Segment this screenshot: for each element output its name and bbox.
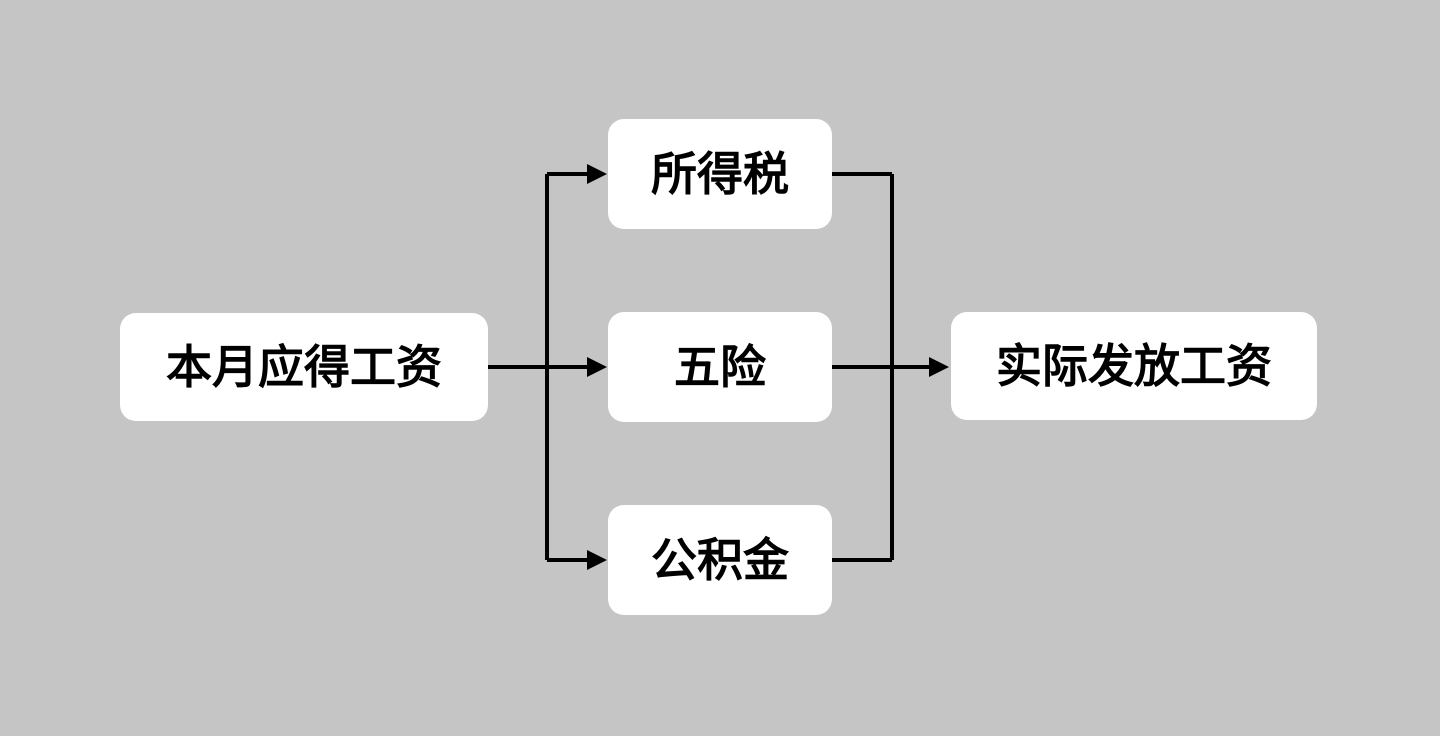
- node-income-tax-label: 所得税: [651, 148, 789, 200]
- arrowhead-icon: [587, 357, 607, 377]
- node-gross-salary: 本月应得工资: [120, 313, 488, 421]
- node-income-tax: 所得税: [608, 119, 832, 229]
- node-housing-fund-label: 公积金: [651, 534, 789, 586]
- arrowhead-icon: [587, 164, 607, 184]
- node-net-salary-label: 实际发放工资: [996, 340, 1272, 392]
- node-housing-fund: 公积金: [608, 505, 832, 615]
- arrowhead-icon: [929, 357, 949, 377]
- node-five-insurances: 五险: [608, 312, 832, 422]
- node-gross-salary-label: 本月应得工资: [166, 341, 442, 393]
- node-net-salary: 实际发放工资: [951, 312, 1317, 420]
- node-five-insurances-label: 五险: [674, 341, 766, 393]
- arrowhead-icon: [587, 550, 607, 570]
